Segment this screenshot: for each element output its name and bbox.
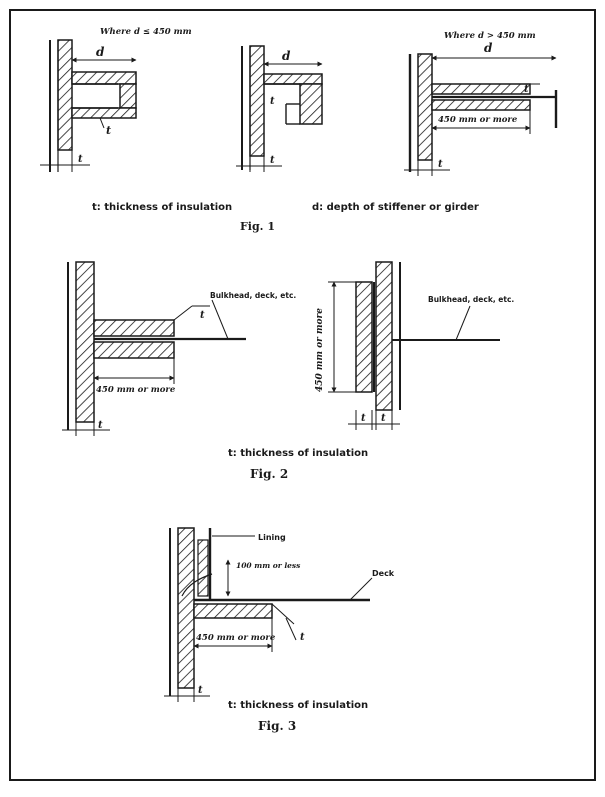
fig1-case2-web-insulation <box>299 83 323 125</box>
fig1-case3-t-bottom: t <box>438 159 443 170</box>
fig1-case1-girder-side-insulation <box>119 83 137 109</box>
fig2-length-vertical: 450 mm or more <box>315 308 325 392</box>
fig1-legend-d: d: depth of stiffener or girder <box>312 202 479 213</box>
fig1-case1-t-bottom: t <box>78 154 83 165</box>
fig2-left-t-bottom: t <box>98 420 103 431</box>
fig2-vertical-member: Bulkhead, deck, etc. 450 mm or more t t <box>315 261 514 430</box>
fig1-case1-t-leader <box>99 117 105 129</box>
fig1-case3-bottom-insulation <box>431 99 531 111</box>
fig1-case-flanged-girder: d t t <box>236 45 323 172</box>
fig1-case1-girder-bottom-insulation <box>71 107 137 119</box>
fig1-case1-girder-top-insulation <box>71 71 137 85</box>
fig1-condition-deep: Where d > 450 mm <box>444 31 536 41</box>
fig1-case3-top-insulation <box>431 83 531 95</box>
fig2-left-label-leader <box>211 299 229 340</box>
fig3-deck-label: Deck <box>372 569 395 578</box>
fig1-case3-length: 450 mm or more <box>438 115 518 125</box>
fig1-case2-t-bottom: t <box>270 155 275 166</box>
fig3-wall-insulation <box>177 527 195 689</box>
fig2-legend-t: t: thickness of insulation <box>228 448 368 459</box>
page-border <box>9 9 596 781</box>
fig3-t-bottom: t <box>198 685 203 696</box>
figure-3: Lining 100 mm or less Deck t 450 mm or m… <box>164 527 395 733</box>
figure-2: t Bulkhead, deck, etc. 450 mm or more t … <box>62 261 514 481</box>
fig3-gap-curve <box>181 573 213 597</box>
fig2-left-bottom-insulation <box>93 341 175 359</box>
fig1-case2-t: t <box>270 96 275 107</box>
fig2-left-top-insulation <box>93 319 175 337</box>
fig2-caption: Fig. 2 <box>250 467 288 481</box>
fig1-case1-wall-insulation <box>57 39 73 151</box>
fig3-under-deck-insulation <box>193 603 273 619</box>
fig1-case2-wall-insulation <box>249 45 265 157</box>
fig1-case3-wall-insulation <box>417 53 433 161</box>
fig1-case1-d: d <box>96 45 105 59</box>
fig1-condition-small: Where d ≤ 450 mm <box>100 27 192 37</box>
fig1-case-deep-girder: Where d > 450 mm d t 450 mm or more t <box>404 31 558 176</box>
fig3-lining-label: Lining <box>258 533 286 542</box>
fig1-caption: Fig. 1 <box>240 220 275 233</box>
fig3-lining-insulation <box>197 539 209 597</box>
fig3-gap-label: 100 mm or less <box>236 561 301 570</box>
fig3-caption: Fig. 3 <box>258 719 296 733</box>
fig2-right-insulation-left <box>355 281 373 393</box>
figure-1: Where d ≤ 450 mm d t t <box>40 27 558 233</box>
fig1-legend-t: t: thickness of insulation <box>92 202 232 213</box>
fig3-deck-leader <box>349 577 373 601</box>
fig2-right-t-2: t <box>381 413 386 424</box>
fig2-right-label-leader <box>455 305 471 341</box>
fig1-case2-top-insulation <box>263 73 323 85</box>
fig2-length-horizontal: 450 mm or more <box>96 385 176 395</box>
fig2-left-wall-insulation <box>75 261 95 423</box>
fig2-left-taper <box>173 305 193 321</box>
fig2-horizontal-member: t Bulkhead, deck, etc. 450 mm or more t <box>62 261 296 436</box>
fig2-bulkhead-label-left: Bulkhead, deck, etc. <box>210 291 296 300</box>
fig3-length-label: 450 mm or more <box>196 633 276 643</box>
fig3-taper <box>271 603 295 625</box>
fig1-case2-d: d <box>282 49 291 63</box>
fig3-legend-t: t: thickness of insulation <box>228 700 368 711</box>
fig2-right-t-1: t <box>361 413 366 424</box>
fig1-case1-t: t <box>106 124 111 137</box>
fig2-right-insulation-right <box>375 261 393 411</box>
fig1-case-small-girder: Where d ≤ 450 mm d t t <box>40 27 192 172</box>
fig2-left-t: t <box>200 310 205 321</box>
fig3-t: t <box>300 632 305 643</box>
fig2-bulkhead-label-right: Bulkhead, deck, etc. <box>428 295 514 304</box>
fig3-t-leader <box>285 617 297 641</box>
fig1-case3-d: d <box>484 41 493 55</box>
fig1-case3-t: t <box>524 84 529 95</box>
